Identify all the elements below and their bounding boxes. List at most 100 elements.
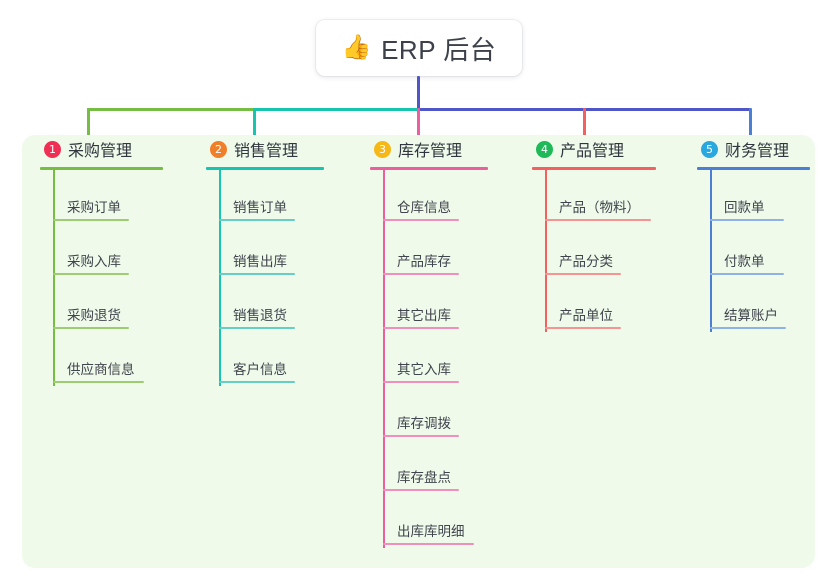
leaf-underline — [710, 219, 784, 221]
leaf-node[interactable]: 供应商信息 — [40, 332, 163, 386]
leaf-underline — [545, 273, 621, 275]
leaf-node[interactable]: 产品库存 — [370, 224, 488, 278]
leaf-label: 仓库信息 — [397, 200, 451, 215]
branch-header-2[interactable]: 2 销售管理 — [206, 135, 324, 163]
leaf-node[interactable]: 采购订单 — [40, 170, 163, 224]
leaf-label: 销售退货 — [233, 308, 287, 323]
branch-header-4[interactable]: 4 产品管理 — [532, 135, 656, 163]
leaf-underline — [53, 381, 144, 383]
branch-drop-3 — [417, 108, 420, 137]
branch-underline-2 — [206, 167, 324, 170]
branch-drop-1 — [87, 108, 90, 137]
leaf-node[interactable]: 结算账户 — [697, 278, 810, 332]
branch-title-5: 财务管理 — [725, 143, 790, 160]
leaf-node[interactable]: 产品（物料） — [532, 170, 656, 224]
leaf-label: 出库库明细 — [397, 524, 465, 539]
branch-column-2: 2 销售管理销售订单销售出库销售退货客户信息 — [206, 135, 324, 386]
branch-title-3: 库存管理 — [398, 143, 463, 160]
leaf-underline — [383, 327, 459, 329]
leaf-node[interactable]: 销售订单 — [206, 170, 324, 224]
leaf-node[interactable]: 产品分类 — [532, 224, 656, 278]
branch-spine-2 — [219, 170, 221, 386]
branch-items-2: 销售订单销售出库销售退货客户信息 — [206, 170, 324, 386]
leaf-underline — [219, 381, 295, 383]
leaf-label: 采购订单 — [67, 200, 121, 215]
leaf-node[interactable]: 产品单位 — [532, 278, 656, 332]
leaf-underline — [383, 273, 459, 275]
branch-items-4: 产品（物料） 产品分类产品单位 — [532, 170, 656, 332]
bus-segment-green — [87, 108, 255, 111]
branch-underline-1 — [40, 167, 163, 170]
leaf-node[interactable]: 销售退货 — [206, 278, 324, 332]
leaf-label: 回款单 — [724, 200, 765, 215]
leaf-node[interactable]: 仓库信息 — [370, 170, 488, 224]
branch-column-4: 4 产品管理产品（物料） 产品分类产品单位 — [532, 135, 656, 332]
thumbs-up-emoji: 👍 — [341, 34, 373, 61]
leaf-underline — [383, 219, 459, 221]
leaf-node[interactable]: 其它入库 — [370, 332, 488, 386]
leaf-label: 产品（物料） — [559, 200, 640, 215]
leaf-underline — [219, 219, 295, 221]
branch-title-2: 销售管理 — [234, 143, 299, 160]
leaf-label: 供应商信息 — [67, 362, 135, 377]
branch-drop-4 — [583, 108, 586, 137]
branch-underline-3 — [370, 167, 488, 170]
leaf-underline — [383, 543, 474, 545]
root-label: 👍 ERP 后台 — [342, 30, 497, 67]
leaf-underline — [710, 273, 784, 275]
bus-segment-teal — [253, 108, 419, 111]
leaf-label: 销售出库 — [233, 254, 287, 269]
leaf-node[interactable]: 客户信息 — [206, 332, 324, 386]
leaf-underline — [219, 273, 295, 275]
leaf-label: 结算账户 — [724, 308, 778, 323]
leaf-underline — [53, 219, 129, 221]
root-node[interactable]: 👍 ERP 后台 — [316, 20, 522, 76]
leaf-label: 产品分类 — [559, 254, 613, 269]
branch-badge-2: 2 — [210, 140, 227, 158]
branch-underline-5 — [697, 167, 810, 170]
leaf-label: 产品库存 — [397, 254, 451, 269]
branch-items-1: 采购订单采购入库采购退货供应商信息 — [40, 170, 163, 386]
branch-items-5: 回款单付款单结算账户 — [697, 170, 810, 332]
branch-drop-5 — [749, 108, 752, 137]
leaf-label: 客户信息 — [233, 362, 287, 377]
leaf-node[interactable]: 回款单 — [697, 170, 810, 224]
leaf-underline — [383, 489, 459, 491]
leaf-node[interactable]: 采购入库 — [40, 224, 163, 278]
leaf-underline — [383, 381, 459, 383]
leaf-underline — [219, 327, 295, 329]
branch-underline-4 — [532, 167, 656, 170]
branch-spine-1 — [53, 170, 55, 386]
branch-drop-2 — [253, 108, 256, 137]
leaf-node[interactable]: 付款单 — [697, 224, 810, 278]
leaf-label: 付款单 — [724, 254, 765, 269]
leaf-underline — [710, 327, 786, 329]
leaf-label: 库存调拨 — [397, 416, 451, 431]
leaf-node[interactable]: 出库库明细 — [370, 494, 488, 548]
branch-badge-4: 4 — [536, 140, 553, 158]
branch-items-3: 仓库信息产品库存其它出库其它入库库存调拨库存盘点出库库明细 — [370, 170, 488, 548]
root-stem-connector — [417, 76, 420, 111]
leaf-node[interactable]: 销售出库 — [206, 224, 324, 278]
leaf-label: 采购退货 — [67, 308, 121, 323]
branch-spine-5 — [710, 170, 712, 332]
branch-spine-3 — [383, 170, 385, 548]
leaf-label: 产品单位 — [559, 308, 613, 323]
leaf-node[interactable]: 其它出库 — [370, 278, 488, 332]
branch-title-4: 产品管理 — [560, 143, 625, 160]
leaf-underline — [53, 327, 129, 329]
leaf-underline — [545, 327, 621, 329]
leaf-node[interactable]: 库存调拨 — [370, 386, 488, 440]
leaf-node[interactable]: 库存盘点 — [370, 440, 488, 494]
leaf-underline — [545, 219, 651, 221]
leaf-label: 销售订单 — [233, 200, 287, 215]
leaf-node[interactable]: 采购退货 — [40, 278, 163, 332]
